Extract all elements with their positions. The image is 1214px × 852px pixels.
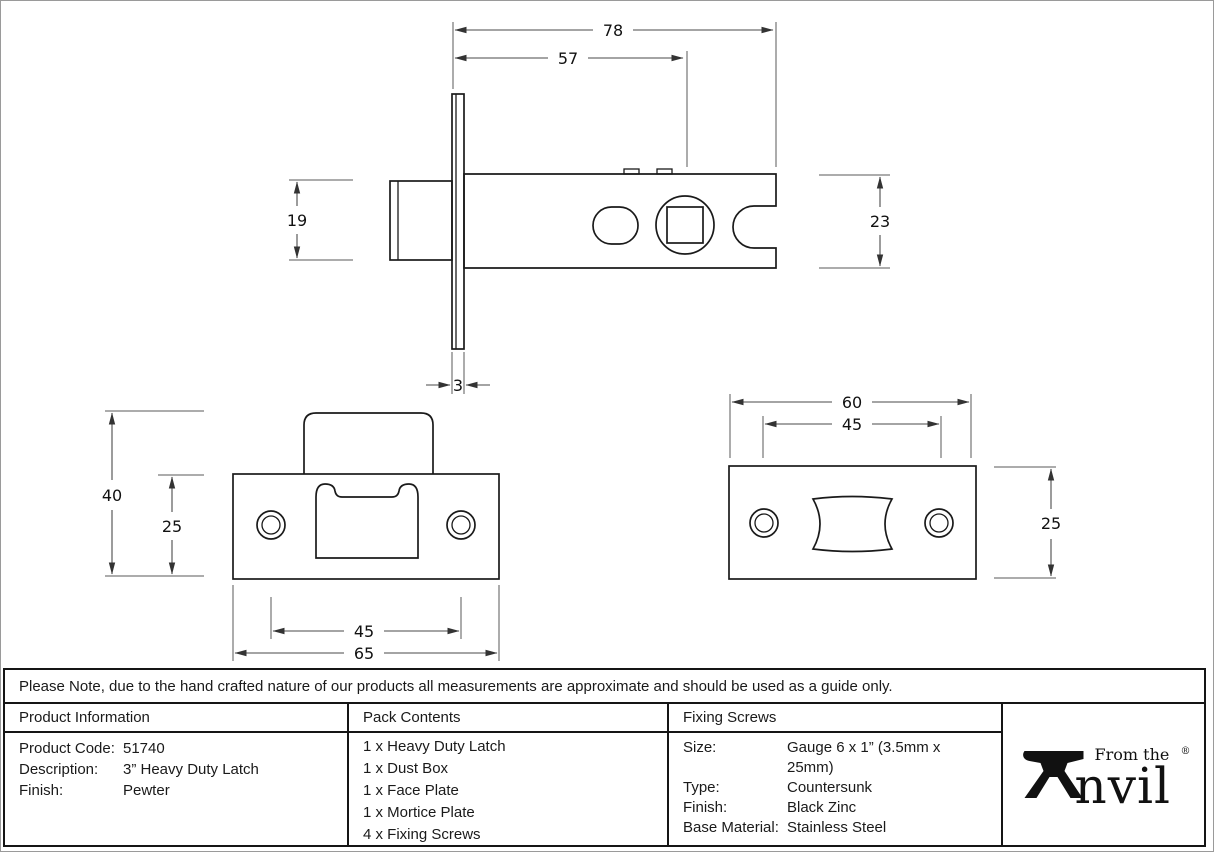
face-screw-hole-right-outer	[924, 508, 954, 538]
fixing-screws-column: Fixing Screws Size: Gauge 6 x 1” (3.5mm …	[669, 704, 1003, 845]
face-plate-bolt-cutout	[811, 495, 894, 553]
pack-contents-column: Pack Contents 1 x Heavy Duty Latch 1 x D…	[349, 704, 669, 845]
latch-top-tab-left	[623, 168, 640, 175]
keep-screw-hole-left-outer	[256, 510, 286, 540]
table-row: Base Material: Stainless Steel	[683, 818, 987, 838]
dim-face-hole-spacing: 45	[842, 415, 862, 434]
keep-screw-hole-right-outer	[446, 510, 476, 540]
keep-screw-hole-left-inner	[261, 515, 281, 535]
product-information-column: Product Information Product Code: 51740 …	[5, 704, 349, 845]
screw-size-value: Gauge 6 x 1” (3.5mm x 25mm)	[787, 739, 941, 776]
screw-type-label: Type:	[683, 779, 720, 796]
latch-case-outline	[463, 173, 777, 269]
product-code-value: 51740	[123, 740, 165, 757]
face-screw-hole-left-inner	[754, 513, 774, 533]
measurement-note-text: Please Note, due to the hand crafted nat…	[19, 677, 893, 695]
description-value: 3” Heavy Duty Latch	[123, 761, 259, 778]
screw-type-value: Countersunk	[787, 779, 873, 796]
fixing-screws-header: Fixing Screws	[669, 704, 1001, 733]
pack-contents-header: Pack Contents	[349, 704, 667, 733]
keep-plate-opening	[315, 483, 419, 559]
face-plate-body	[728, 465, 977, 580]
finish-value: Pewter	[123, 782, 170, 799]
dim-case-height: 23	[870, 212, 890, 231]
fixing-screws-body: Size: Gauge 6 x 1” (3.5mm x 25mm) Type: …	[669, 733, 1001, 838]
pack-contents-body: 1 x Heavy Duty Latch 1 x Dust Box 1 x Fa…	[349, 733, 667, 846]
table-row: Description: 3” Heavy Duty Latch	[19, 759, 333, 780]
table-row: Finish: Black Zinc	[683, 798, 987, 818]
dim-bolt-height: 19	[287, 211, 307, 230]
registered-trademark-symbol: ®	[1180, 745, 1191, 757]
keep-plate-body	[232, 473, 500, 580]
technical-drawings: 78 57 19 23 3	[102, 21, 1061, 663]
dim-backset: 57	[558, 49, 578, 68]
list-item: 1 x Heavy Duty Latch	[363, 738, 506, 755]
brand-tagline: From the	[1094, 744, 1170, 764]
table-row: Type: Countersunk	[683, 778, 987, 798]
latch-spindle-follower	[655, 195, 715, 255]
dim-keep-plate-width: 65	[354, 644, 374, 663]
keep-plate-view: 40 25 45 65	[102, 410, 500, 663]
screw-size-label: Size:	[683, 739, 717, 756]
keep-plate-tab	[303, 412, 434, 474]
dim-face-plate-width: 60	[842, 393, 862, 412]
from-the-anvil-logo: From the nvil ®	[1011, 731, 1197, 819]
dim-case-length: 78	[603, 21, 623, 40]
table-row: Product Code: 51740	[19, 738, 333, 759]
anvil-icon	[1022, 750, 1083, 798]
measurement-note: Please Note, due to the hand crafted nat…	[5, 670, 1204, 704]
brand-name: nvil	[1074, 756, 1171, 815]
list-item: 4 x Fixing Screws	[363, 826, 481, 843]
product-code-label: Product Code:	[19, 740, 115, 757]
product-information-body: Product Code: 51740 Description: 3” Heav…	[5, 733, 347, 801]
latch-faceplate	[451, 93, 465, 350]
table-row: Finish: Pewter	[19, 780, 333, 801]
spec-table-section: Please Note, due to the hand crafted nat…	[3, 668, 1206, 847]
latch-side-view: 78 57 19 23 3	[287, 21, 890, 395]
latch-spindle-square-hole	[666, 206, 704, 244]
face-plate-view: 60 45 25	[728, 393, 1061, 580]
latch-bolt	[389, 180, 453, 261]
dim-keep-hole-spacing: 45	[354, 622, 374, 641]
spec-table: Product Information Product Code: 51740 …	[5, 704, 1204, 845]
list-item: 1 x Face Plate	[363, 782, 459, 799]
screw-base-material-label: Base Material:	[683, 819, 779, 836]
brand-logo-cell: From the nvil ®	[1003, 704, 1204, 845]
dim-face-plate-height: 25	[1041, 514, 1061, 533]
face-screw-hole-left-outer	[749, 508, 779, 538]
list-item: 1 x Mortice Plate	[363, 804, 475, 821]
latch-oval-hole	[592, 206, 639, 245]
finish-label: Finish:	[19, 782, 64, 799]
list-item: 1 x Dust Box	[363, 760, 449, 777]
dim-keep-total-height: 40	[102, 486, 122, 505]
screw-finish-value: Black Zinc	[787, 799, 857, 816]
screw-base-material-value: Stainless Steel	[787, 819, 887, 836]
dim-faceplate-thickness: 3	[453, 376, 463, 395]
description-label: Description:	[19, 761, 99, 778]
latch-top-tab-right	[656, 168, 673, 175]
dim-keep-plate-height: 25	[162, 517, 182, 536]
keep-screw-hole-right-inner	[451, 515, 471, 535]
product-information-header: Product Information	[5, 704, 347, 733]
face-screw-hole-right-inner	[929, 513, 949, 533]
table-row: Size: Gauge 6 x 1” (3.5mm x 25mm)	[683, 738, 987, 778]
screw-finish-label: Finish:	[683, 799, 728, 816]
